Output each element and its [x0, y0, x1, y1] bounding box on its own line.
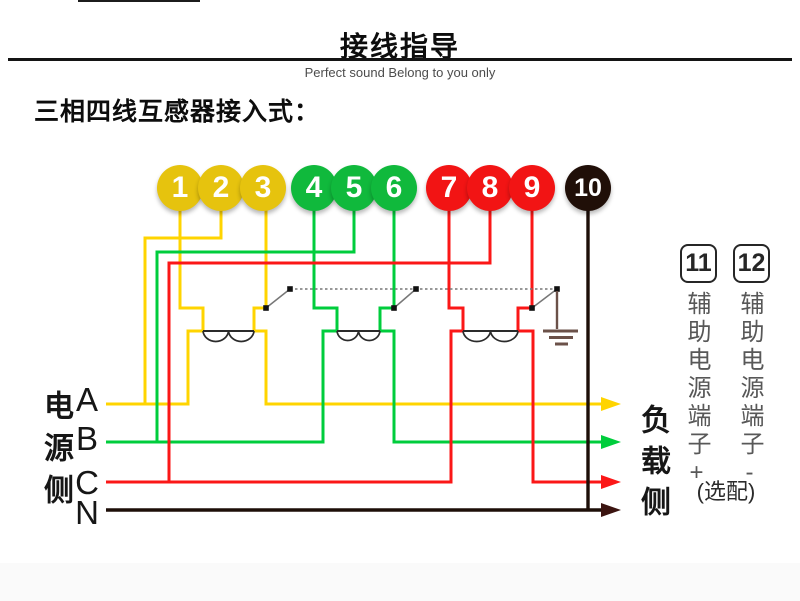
phase-c-arrow: [601, 475, 621, 489]
load-side-label: 负载侧: [636, 404, 669, 527]
phase-b-arrow: [601, 435, 621, 449]
neutral-wires: [106, 190, 602, 512]
top-crop-line: [78, 0, 200, 2]
aux-terminal-11-number: 11: [685, 249, 712, 277]
terminal-10-number: 10: [574, 173, 602, 202]
aux-optional-note: (选配): [696, 479, 756, 504]
terminal-5-number: 5: [345, 171, 363, 204]
load-arrows: [601, 397, 621, 517]
ct-a-symbol: [202, 330, 255, 343]
phase-b-wires: [106, 190, 602, 444]
source-side-label: 电源侧: [39, 390, 72, 516]
aux-terminal-12-number: 12: [737, 249, 766, 277]
ct-symbols: [202, 330, 519, 343]
phase-a-arrow: [601, 397, 621, 411]
footer-band: [0, 563, 800, 601]
aux-terminal-11-label: 辅助电源端子+: [683, 291, 710, 490]
phase-a-wires: [106, 190, 602, 406]
terminal-9-number: 9: [523, 171, 541, 204]
terminal-7-number: 7: [440, 171, 458, 204]
ct-c-symbol: [462, 330, 519, 343]
terminal-6: 6: [371, 165, 417, 211]
terminal-4-number: 4: [305, 171, 323, 204]
terminal-4: 4: [291, 165, 337, 211]
phase-b-label: B: [75, 420, 98, 457]
aux-terminal-11-box: 11: [680, 244, 717, 283]
terminal-9: 9: [509, 165, 555, 211]
terminal-10: 10: [565, 165, 611, 211]
junction-dots: [263, 286, 560, 311]
page-subtitle: Perfect sound Belong to you only: [304, 65, 496, 80]
phase-a-label: A: [75, 381, 98, 418]
page-title: 接线指导: [339, 31, 460, 62]
ground-symbol: [543, 291, 578, 346]
terminal-3: 3: [240, 165, 286, 211]
dashed-earth-bus: [263, 286, 560, 311]
neutral-label: N: [75, 494, 99, 531]
terminal-1: 1: [157, 165, 203, 211]
terminal-8-number: 8: [481, 171, 499, 204]
terminal-1-number: 1: [171, 171, 189, 204]
terminal-2-number: 2: [212, 171, 230, 204]
terminal-7: 7: [426, 165, 472, 211]
terminal-3-number: 3: [254, 171, 272, 204]
terminal-6-number: 6: [385, 171, 403, 204]
neutral-arrow: [601, 503, 621, 517]
section-heading: 三相四线互感器接入式：: [34, 98, 321, 126]
ct-b-symbol: [336, 330, 381, 342]
phase-c-wires: [106, 190, 602, 484]
title-divider: [8, 58, 792, 61]
terminal-8: 8: [467, 165, 513, 211]
terminal-2: 2: [198, 165, 244, 211]
terminal-5: 5: [331, 165, 377, 211]
aux-terminal-12-label: 辅助电源端子-: [736, 291, 763, 490]
phase-c-label: C: [75, 464, 99, 501]
aux-terminal-12-box: 12: [733, 244, 770, 283]
